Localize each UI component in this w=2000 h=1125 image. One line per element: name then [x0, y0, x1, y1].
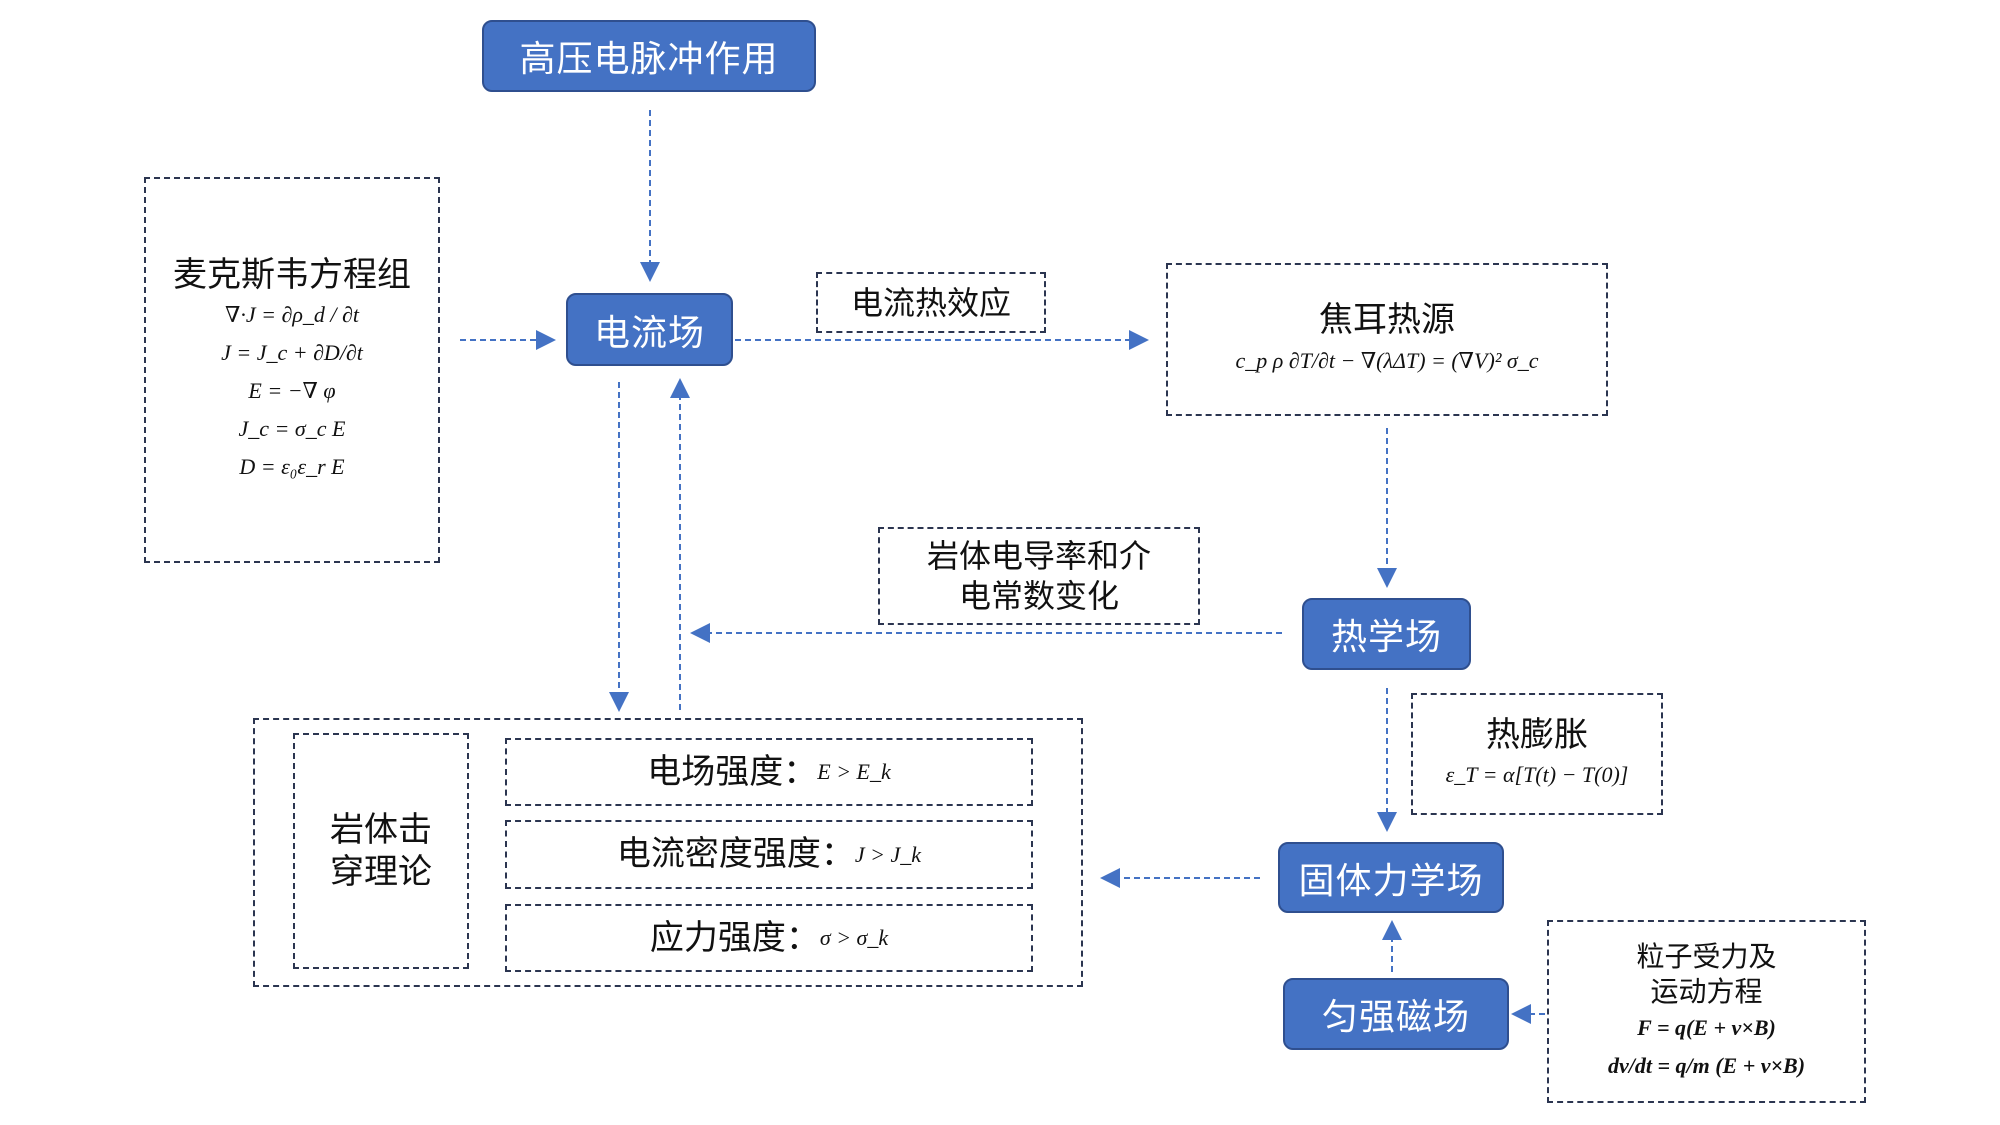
- breakdown-row: 应力强度： σ > σ_k: [505, 904, 1033, 972]
- breakdown-title-2: 穿理论: [330, 852, 432, 892]
- expansion-box: 热膨胀 ε_T = α[T(t) − T(0)]: [1411, 693, 1663, 815]
- maxwell-eq-5: D = ε₀ε_r E: [239, 454, 345, 480]
- maxwell-box: 麦克斯韦方程组 ∇·J = ∂ρ_d / ∂t J = J_c + ∂D/∂t …: [144, 177, 440, 563]
- breakdown-title-1: 岩体击: [330, 809, 432, 850]
- row-label: 电流密度强度：: [616, 834, 855, 875]
- maxwell-eq-4: J_c = σ_c E: [238, 416, 346, 442]
- row-condition: E > E_k: [817, 759, 891, 784]
- maxwell-eq-2: J = J_c + ∂D/∂t: [221, 340, 363, 366]
- particle-title-2: 运动方程: [1650, 974, 1763, 1008]
- breakdown-title-box: 岩体击 穿理论: [293, 733, 469, 969]
- particle-title-1: 粒子受力及: [1636, 939, 1777, 973]
- expansion-equation: ε_T = α[T(t) − T(0)]: [1445, 762, 1629, 788]
- conductivity-line-2: 电常数变化: [958, 577, 1119, 615]
- conductivity-line-1: 岩体电导率和介: [926, 537, 1151, 575]
- node-thermal-field: 热学场: [1302, 598, 1471, 670]
- particle-eq-1: F = q(E + v×B): [1637, 1014, 1776, 1040]
- breakdown-row: 电流密度强度： J > J_k: [505, 820, 1033, 889]
- maxwell-eq-1: ∇·J = ∂ρ_d / ∂t: [225, 302, 359, 328]
- row-label: 应力强度：: [649, 917, 820, 958]
- node-solid-mechanics: 固体力学场: [1278, 842, 1504, 913]
- node-pulse: 高压电脉冲作用: [482, 20, 816, 92]
- breakdown-row: 电场强度： E > E_k: [505, 738, 1033, 806]
- particle-eq-2: dv/dt = q/m (E + v×B): [1607, 1052, 1806, 1078]
- expansion-title: 热膨胀: [1486, 714, 1588, 755]
- maxwell-title: 麦克斯韦方程组: [173, 254, 411, 295]
- node-magnetic-field: 匀强磁场: [1283, 978, 1509, 1050]
- joule-equation: c_p ρ ∂T/∂t − ∇(λΔT) = (∇V)² σ_c: [1235, 347, 1539, 373]
- particle-box: 粒子受力及 运动方程 F = q(E + v×B) dv/dt = q/m (E…: [1547, 920, 1866, 1103]
- maxwell-eq-3: E = −∇ φ: [248, 378, 336, 404]
- label-joule-effect: 电流热效应: [816, 272, 1046, 333]
- row-condition: σ > σ_k: [819, 925, 889, 950]
- joule-box: 焦耳热源 c_p ρ ∂T/∂t − ∇(λΔT) = (∇V)² σ_c: [1166, 263, 1608, 416]
- row-condition: J > J_k: [854, 841, 922, 867]
- row-label: 电场强度：: [647, 751, 818, 792]
- node-current-field: 电流场: [566, 293, 733, 366]
- label-conductivity-change: 岩体电导率和介 电常数变化: [878, 527, 1200, 625]
- breakdown-outer-box: [253, 718, 1083, 987]
- joule-title: 焦耳热源: [1319, 300, 1455, 341]
